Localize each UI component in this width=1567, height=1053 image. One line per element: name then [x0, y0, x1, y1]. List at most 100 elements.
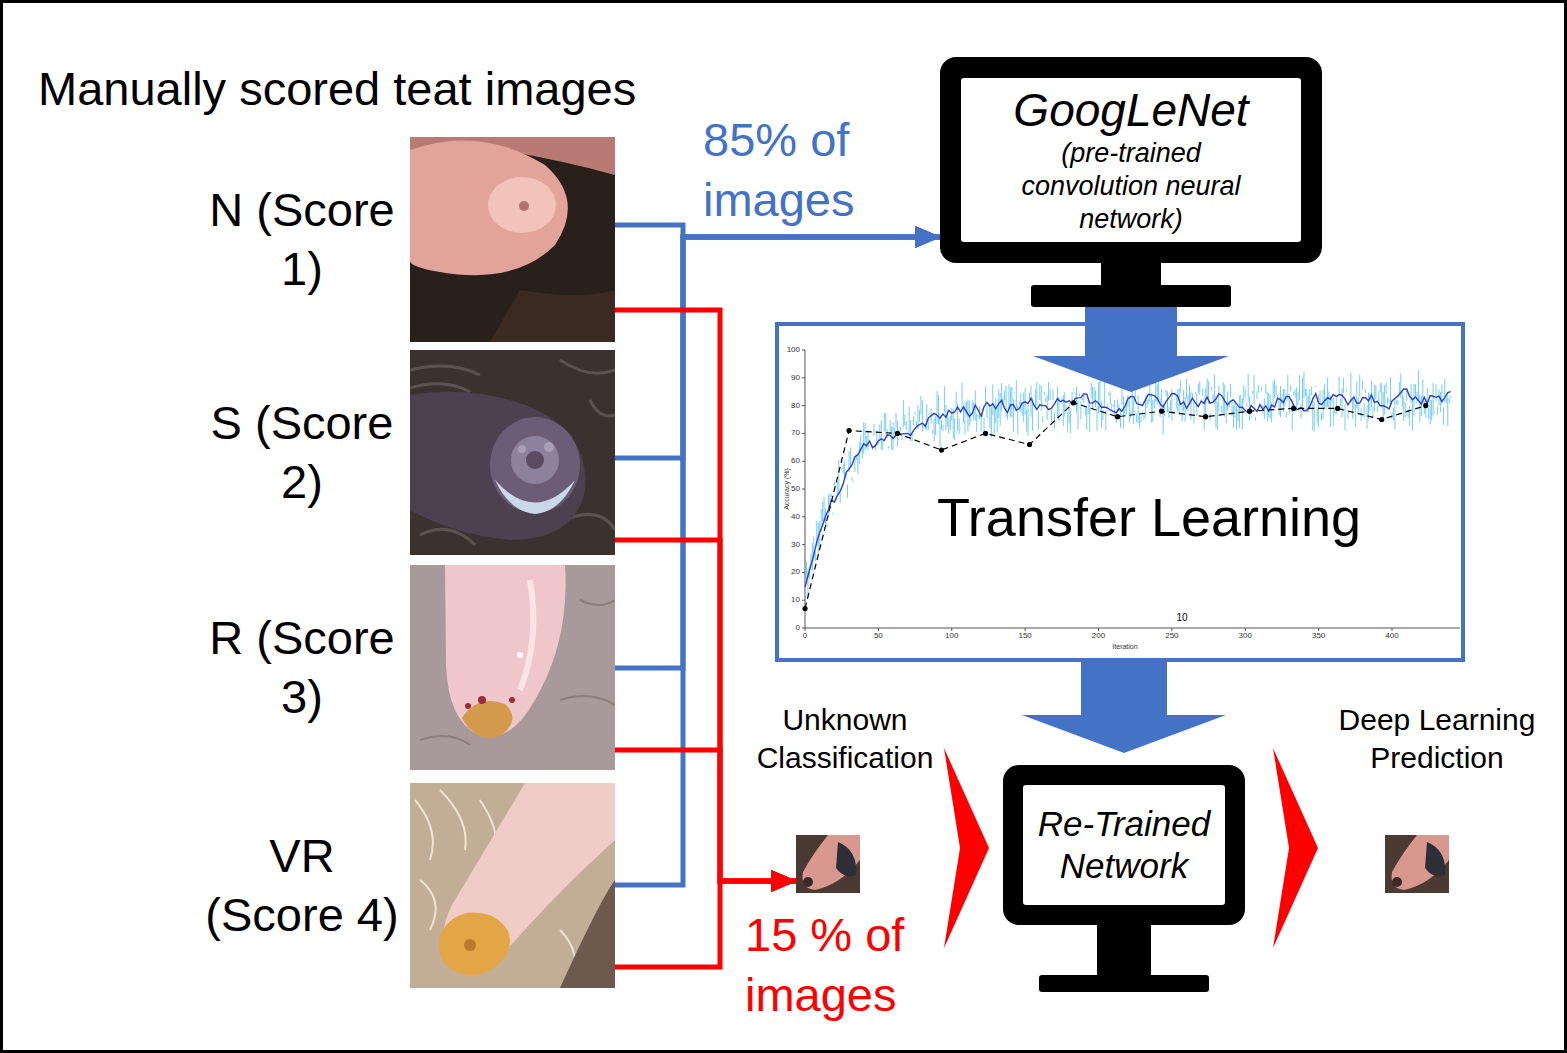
accuracy-spread — [906, 421, 907, 430]
accuracy-spread — [929, 413, 930, 415]
axis-tick-label: 400 — [1385, 632, 1398, 641]
accuracy-spread — [1280, 386, 1281, 417]
accuracy-spread — [1396, 401, 1397, 405]
axis-tick — [802, 350, 805, 351]
accuracy-spread — [1033, 394, 1034, 395]
axis-tick — [802, 433, 805, 434]
accuracy-spread — [1298, 392, 1299, 405]
accuracy-spread — [1193, 402, 1194, 423]
accuracy-spread — [1309, 389, 1310, 403]
accuracy-spread — [935, 416, 936, 435]
accuracy-spread — [1048, 382, 1049, 401]
accuracy-spread — [1085, 406, 1086, 415]
connector-layer — [615, 225, 1318, 967]
axis-tick-label: 40 — [791, 512, 800, 521]
accuracy-spread — [832, 513, 833, 514]
accuracy-spread — [1023, 392, 1024, 422]
validation-point — [1159, 409, 1164, 414]
accuracy-spread — [1400, 373, 1401, 398]
accuracy-spread — [893, 422, 894, 450]
teat-photo — [410, 140, 568, 275]
accuracy-spread — [1163, 404, 1164, 435]
accuracy-spread — [1240, 394, 1241, 411]
accuracy-spread — [894, 428, 895, 434]
accuracy-spread — [882, 441, 883, 450]
accuracy-spread — [1367, 405, 1368, 429]
accuracy-spread — [1004, 391, 1005, 401]
accuracy-spread — [1409, 406, 1410, 426]
axis-tick-label: 0 — [796, 624, 800, 633]
accuracy-spread — [934, 418, 935, 441]
accuracy-spread — [1038, 411, 1039, 430]
accuracy-spread — [1054, 413, 1055, 429]
accuracy-spread — [994, 407, 995, 433]
accuracy-spread — [1305, 389, 1306, 397]
block-arrow — [1273, 748, 1318, 948]
accuracy-spread — [907, 414, 908, 415]
accuracy-spread — [1431, 400, 1432, 420]
axis-tick — [1318, 628, 1319, 631]
validation-point — [983, 431, 988, 436]
teat-photo — [410, 360, 615, 545]
accuracy-spread — [1334, 408, 1335, 413]
accuracy-spread — [1000, 393, 1001, 426]
accuracy-spread — [1446, 398, 1447, 403]
validation-point — [1071, 400, 1076, 405]
accuracy-spread — [1255, 417, 1256, 421]
accuracy-spread — [1265, 384, 1266, 393]
axis-tick-label: 150 — [1018, 632, 1031, 641]
accuracy-spread — [1028, 405, 1029, 436]
accuracy-spread — [898, 439, 899, 440]
accuracy-spread — [1450, 396, 1451, 398]
score-label: R (Score 3) — [199, 608, 405, 727]
accuracy-spread — [1080, 401, 1081, 419]
accuracy-spread — [923, 417, 924, 418]
teat-photo — [410, 783, 615, 988]
accuracy-spread — [1256, 391, 1257, 399]
accuracy-spread — [1016, 380, 1017, 409]
accuracy-spread — [1089, 405, 1090, 432]
axis-tick-label: 30 — [791, 540, 800, 549]
teat-photo: N (Score 1) — [410, 137, 615, 342]
monitor-screen — [1023, 785, 1225, 905]
monitor-neck — [1097, 924, 1151, 976]
axis-tick-label: 60 — [791, 457, 800, 466]
accuracy-spread — [1176, 396, 1177, 409]
accuracy-spread — [1036, 382, 1037, 405]
teat-thumbnail — [803, 877, 813, 887]
accuracy-spread — [922, 400, 923, 432]
accuracy-spread — [904, 415, 905, 426]
accuracy-spread — [1315, 386, 1316, 387]
accuracy-spread — [1166, 390, 1167, 396]
accuracy-spread — [1108, 393, 1109, 396]
accuracy-spread — [1123, 396, 1124, 429]
figure-title: Manually scored teat images — [38, 62, 636, 116]
teat-photo — [519, 201, 529, 211]
teat-photo — [490, 290, 615, 342]
axis-tick — [1098, 628, 1099, 631]
accuracy-spread — [1022, 405, 1023, 416]
accuracy-spread — [1001, 383, 1002, 411]
axis-tick — [802, 516, 805, 517]
axis-tick-label: 300 — [1239, 632, 1252, 641]
accuracy-spread — [1380, 383, 1381, 392]
accuracy-spread — [1055, 420, 1056, 422]
accuracy-spread — [1364, 403, 1365, 418]
teat-photo — [410, 565, 615, 770]
accuracy-spread — [1067, 412, 1068, 432]
accuracy-spread — [981, 415, 982, 432]
accuracy-spread — [1347, 411, 1348, 419]
accuracy-spread — [1359, 375, 1360, 397]
validation-point — [846, 428, 851, 433]
network-name: Re-Trained Network — [1029, 803, 1219, 887]
accuracy-spread — [920, 396, 921, 414]
teat-photo — [410, 392, 585, 540]
image-caption: Deep Learning Prediction — [1332, 701, 1542, 777]
accuracy-spread — [1436, 384, 1437, 401]
axis-tick-label: 100 — [945, 632, 958, 641]
accuracy-spread — [1007, 413, 1008, 420]
accuracy-spread — [1302, 378, 1303, 411]
accuracy-spread — [1251, 417, 1252, 419]
accuracy-spread — [1138, 395, 1139, 423]
accuracy-spread — [895, 412, 896, 427]
